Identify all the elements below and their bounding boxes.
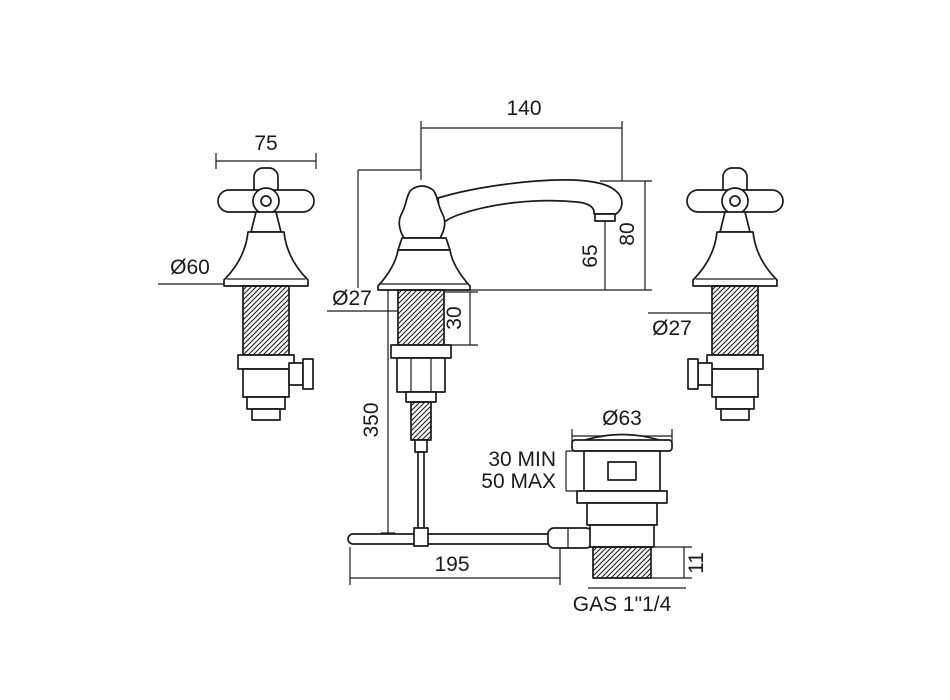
dim-label-height-total: 80 xyxy=(616,222,639,245)
right-valve-base-disc-2 xyxy=(720,408,750,421)
rod-connector xyxy=(414,439,428,453)
dim-label-body-diameter: Ø27 xyxy=(332,287,372,310)
right-valve-collar xyxy=(706,354,764,370)
lift-rod-clevis xyxy=(413,527,429,547)
waste-lever-port xyxy=(547,527,593,549)
dim-label-spout-reach: 140 xyxy=(506,97,541,120)
thread-hatching xyxy=(397,289,445,346)
centre-spout xyxy=(377,179,623,531)
dimline-height-total xyxy=(470,180,652,291)
left-valve-base-disc-2 xyxy=(251,408,281,421)
dim-label-lever-length: 195 xyxy=(434,553,469,576)
right-handle-hub-center xyxy=(729,195,741,207)
reference-corner-line xyxy=(357,169,421,288)
left-valve-outlet-pipe xyxy=(288,362,304,386)
dim-label-height-spout: 65 xyxy=(579,244,602,267)
pop-up-waste xyxy=(547,433,673,579)
waste-plug-dome xyxy=(584,433,660,441)
spout-collar xyxy=(390,344,452,359)
left-handle-neck xyxy=(250,211,282,233)
dim-label-deck-max: 50 MAX xyxy=(481,470,556,493)
left-handle-bell xyxy=(223,231,309,287)
thread-hatching xyxy=(711,285,759,356)
spout-nut-facets xyxy=(410,357,432,393)
waste-top-flange xyxy=(571,439,673,452)
dimline-lever-length xyxy=(349,547,561,585)
dim-label-thread-length: 30 xyxy=(443,306,466,329)
dim-label-waste-thread: GAS 1"1/4 xyxy=(573,593,672,616)
dim-label-valve-diameter: Ø27 xyxy=(652,317,692,340)
waste-tail-body xyxy=(589,524,655,548)
spout-bonnet xyxy=(398,185,446,239)
spout-neck xyxy=(397,237,451,251)
dim-label-rod-length: 350 xyxy=(360,402,383,437)
lever-bar xyxy=(347,533,559,545)
dim-label-waste-diameter: Ø63 xyxy=(602,407,642,430)
left-handle-hub-center xyxy=(260,195,272,207)
dimline-outlet-height xyxy=(651,546,692,579)
spout-aerator xyxy=(594,213,616,222)
waste-mid-body xyxy=(586,502,658,526)
thread-hatching xyxy=(242,285,290,356)
dimline-deck-range xyxy=(565,450,584,492)
left-valve-body xyxy=(242,368,290,398)
spout-base-bell xyxy=(377,249,471,291)
dimline-handle-width xyxy=(215,153,317,169)
right-valve-outlet-nut xyxy=(687,358,699,390)
right-handle-bell xyxy=(692,231,778,287)
lift-rod xyxy=(417,451,425,531)
right-valve-outlet-pipe xyxy=(697,362,713,386)
thread-hatching xyxy=(410,401,432,441)
right-valve-base-disc-1 xyxy=(715,396,755,410)
dimline-rod-length xyxy=(381,289,395,534)
dimline-spout-reach xyxy=(420,121,623,181)
left-valve-collar xyxy=(237,354,295,370)
dimension-labels: 75 Ø60 140 80 65 Ø27 30 350 195 Ø27 Ø63 … xyxy=(170,97,708,616)
waste-lower-flange xyxy=(576,490,668,504)
pop-up-lever xyxy=(347,527,559,547)
dim-label-outlet-height: 11 xyxy=(685,552,708,574)
spout-mounting-nut xyxy=(396,357,446,393)
waste-overflow-slot xyxy=(607,461,637,481)
dim-label-deck-min: 30 MIN xyxy=(488,448,556,471)
dim-label-handle-width: 75 xyxy=(254,132,277,155)
dim-label-handle-diameter: Ø60 xyxy=(170,256,210,279)
right-handle-neck xyxy=(719,211,751,233)
left-valve-outlet-nut xyxy=(302,358,314,390)
left-handle-valve xyxy=(217,167,315,421)
right-valve-body xyxy=(711,368,759,398)
thread-hatching xyxy=(592,546,652,579)
left-valve-base-disc-1 xyxy=(246,396,286,410)
spout-nut-step xyxy=(405,391,437,403)
right-handle-valve xyxy=(686,167,784,421)
spout-arm xyxy=(437,179,623,227)
